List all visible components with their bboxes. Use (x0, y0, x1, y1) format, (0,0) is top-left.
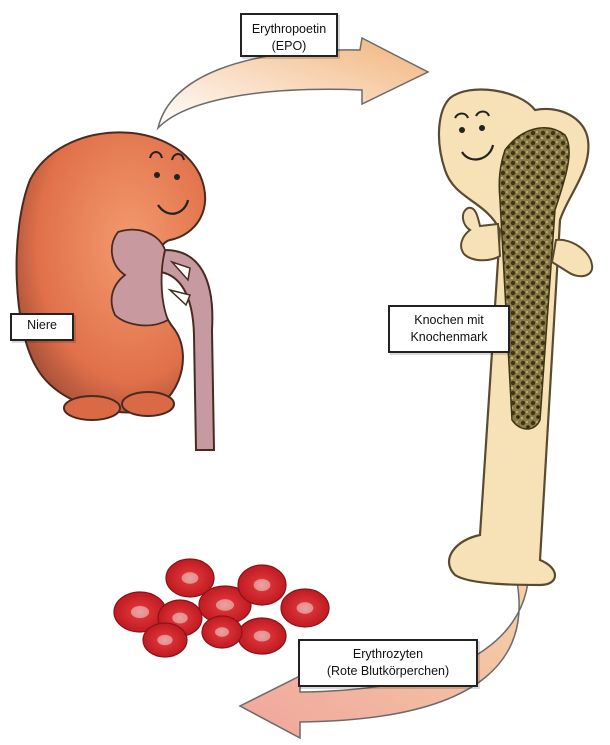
red-blood-cell (238, 618, 286, 654)
label-erythropoetin-line2: (EPO) (242, 38, 336, 55)
red-blood-cell (143, 623, 187, 657)
label-knochen: Knochen mit Knochenmark (388, 305, 510, 353)
label-knochen-line1: Knochen mit (390, 312, 508, 329)
label-knochen-line2: Knochenmark (390, 329, 508, 346)
label-erythropoetin-line1: Erythropoetin (242, 21, 336, 38)
red-blood-cell (202, 616, 242, 648)
label-erythrozyten-line2: (Rote Blutkörperchen) (300, 663, 476, 680)
red-blood-cell (238, 565, 286, 605)
red-blood-cell (281, 589, 329, 627)
label-erythrozyten-line1: Erythrozyten (300, 646, 476, 663)
label-erythropoetin: Erythropoetin (EPO) (240, 13, 338, 57)
label-erythrozyten: Erythrozyten (Rote Blutkörperchen) (298, 639, 478, 687)
red-blood-cells (114, 559, 329, 657)
kidney-illustration (17, 132, 214, 450)
label-niere: Niere (10, 313, 74, 341)
